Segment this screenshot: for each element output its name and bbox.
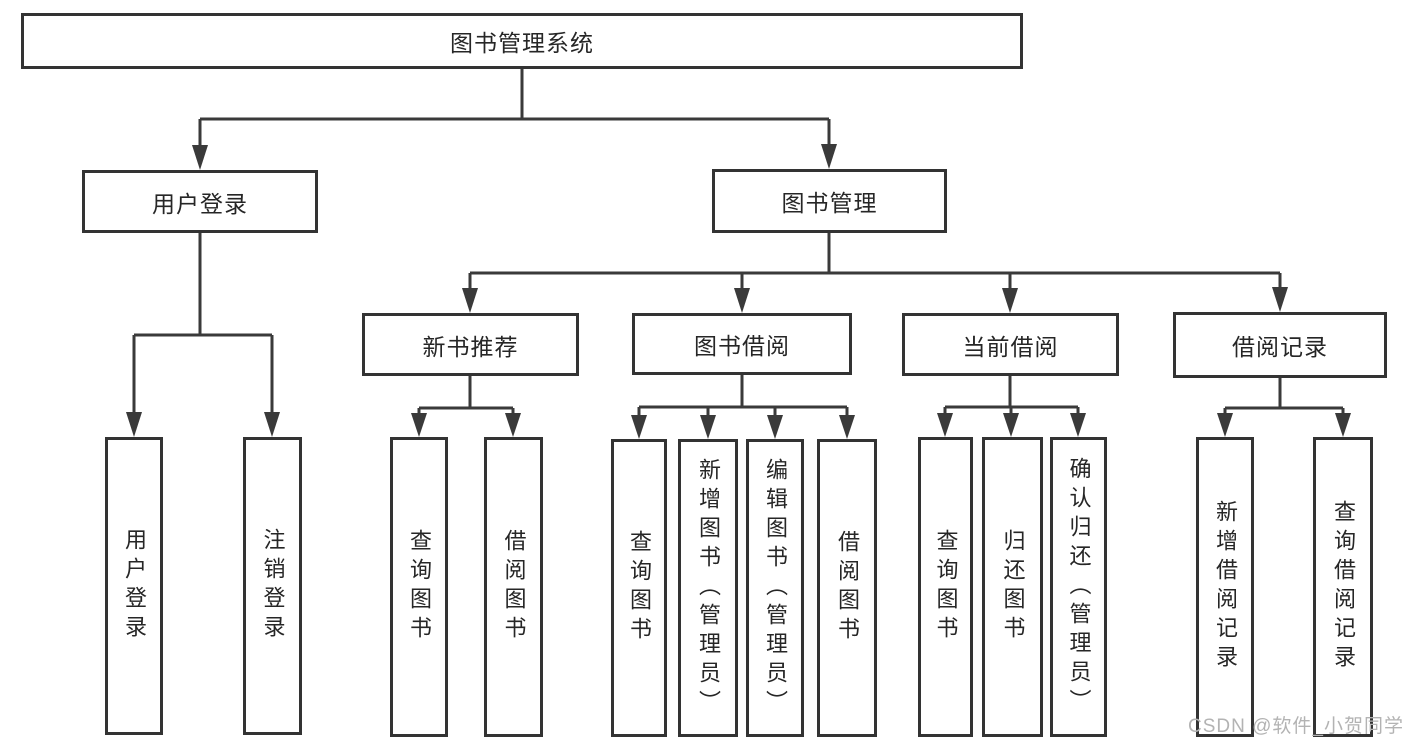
watermark: CSDN @软件_小贺同学	[1188, 716, 1404, 737]
leaf-bb-borrow-book: 借阅图书	[817, 439, 877, 737]
leaf-nbr-query-book: 查询图书	[390, 437, 448, 737]
leaf-cb-confirm-return-admin: 确认归还（管理员）	[1050, 437, 1107, 737]
node-book-borrow: 图书借阅	[632, 313, 852, 375]
node-new-book-recommend: 新书推荐	[362, 313, 579, 376]
leaf-bb-query-book: 查询图书	[611, 439, 667, 737]
leaf-bb-edit-book-admin: 编辑图书（管理员）	[746, 439, 804, 737]
leaf-br-query-record: 查询借阅记录	[1313, 437, 1373, 737]
node-user-login: 用户登录	[82, 170, 318, 233]
leaf-logout: 注销登录	[243, 437, 302, 735]
leaf-bb-add-book-admin: 新增图书（管理员）	[678, 439, 738, 737]
leaf-cb-query-book: 查询图书	[918, 437, 973, 737]
node-current-borrow: 当前借阅	[902, 313, 1119, 376]
leaf-br-add-record: 新增借阅记录	[1196, 437, 1254, 737]
arrowheads	[126, 144, 1351, 439]
leaf-cb-return-book: 归还图书	[982, 437, 1043, 737]
node-book-management: 图书管理	[712, 169, 947, 233]
leaf-user-login: 用户登录	[105, 437, 163, 735]
node-root: 图书管理系统	[21, 13, 1023, 69]
leaf-nbr-borrow-book: 借阅图书	[484, 437, 543, 737]
node-borrow-records: 借阅记录	[1173, 312, 1387, 378]
